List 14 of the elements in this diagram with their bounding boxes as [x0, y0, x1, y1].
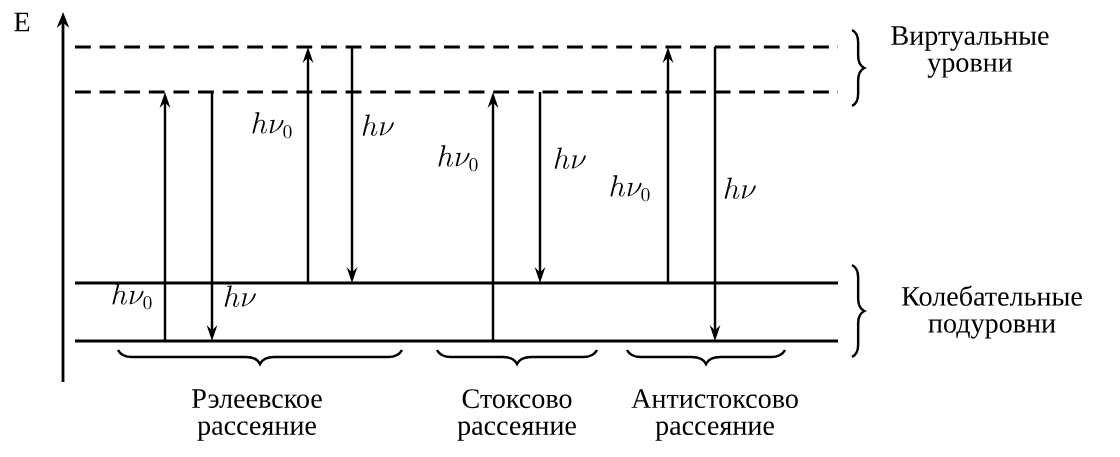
transition-label: $h\nu_{0}$: [112, 283, 152, 310]
level-group-label: Виртуальные уровни: [891, 26, 1049, 78]
transition-label: $h\nu$: [554, 147, 586, 169]
transition-label: $h\nu_{0}$: [438, 145, 478, 172]
axis-label: E: [14, 12, 30, 32]
scattering-type-label: Стоксово рассеяние: [457, 389, 576, 441]
scattering-type-label: Антистоксово рассеяние: [631, 389, 798, 441]
level-group-label: Колебательные подуровни: [902, 285, 1082, 339]
transition-label: $h\nu$: [362, 114, 394, 136]
transition-label: $h\nu_{0}$: [610, 175, 650, 202]
transition-label: $h\nu$: [224, 285, 256, 307]
transition-label: $h\nu$: [724, 177, 756, 199]
transition-label: $h\nu_{0}$: [252, 112, 292, 139]
scattering-type-label: Рэлеевское рассеяние: [192, 389, 322, 441]
